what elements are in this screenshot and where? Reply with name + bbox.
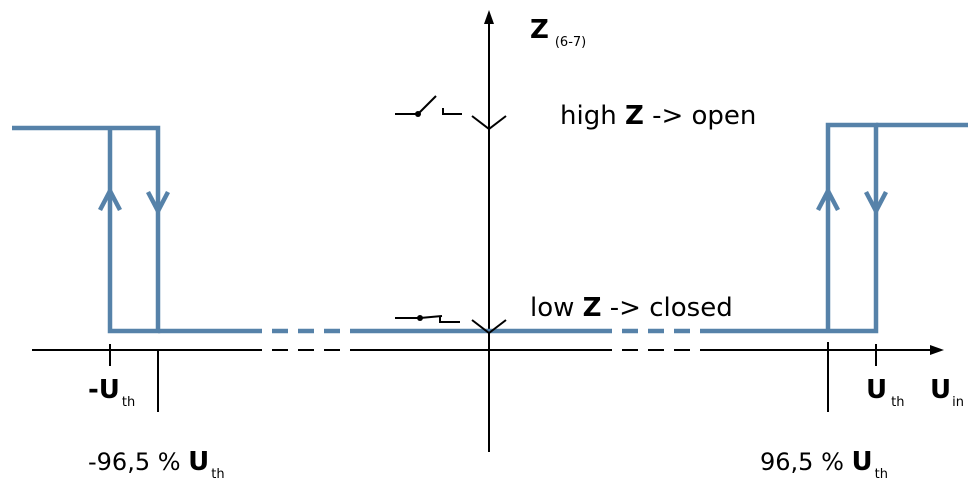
threshold-ticks bbox=[109, 342, 877, 412]
left-loop bbox=[12, 125, 161, 334]
low-state-label: low Z -> closed bbox=[530, 293, 733, 323]
y-axis-label: Z(6-7) bbox=[530, 15, 586, 50]
level-marks bbox=[471, 115, 507, 335]
up-arrow-right-icon bbox=[816, 186, 840, 212]
closed-switch-icon bbox=[395, 315, 460, 323]
axes bbox=[32, 20, 934, 452]
down-arrow-left-icon bbox=[146, 190, 170, 216]
closed-switch-pivot-icon bbox=[417, 315, 423, 321]
y-axis-arrowhead bbox=[484, 10, 494, 24]
high-state-label: high Z -> open bbox=[560, 101, 756, 131]
low-level-mark-icon bbox=[471, 319, 507, 335]
open-switch-icon bbox=[395, 95, 462, 115]
hysteresis-curve bbox=[12, 122, 968, 334]
high-level-mark-icon bbox=[471, 115, 507, 131]
down-arrow-right-icon bbox=[864, 190, 888, 216]
x-axis-label: Uin bbox=[930, 375, 964, 410]
x-axis-arrowhead bbox=[930, 345, 944, 355]
right-loop bbox=[825, 122, 879, 334]
up-arrow-left-icon bbox=[98, 186, 122, 212]
open-switch-pivot-icon bbox=[415, 111, 421, 117]
